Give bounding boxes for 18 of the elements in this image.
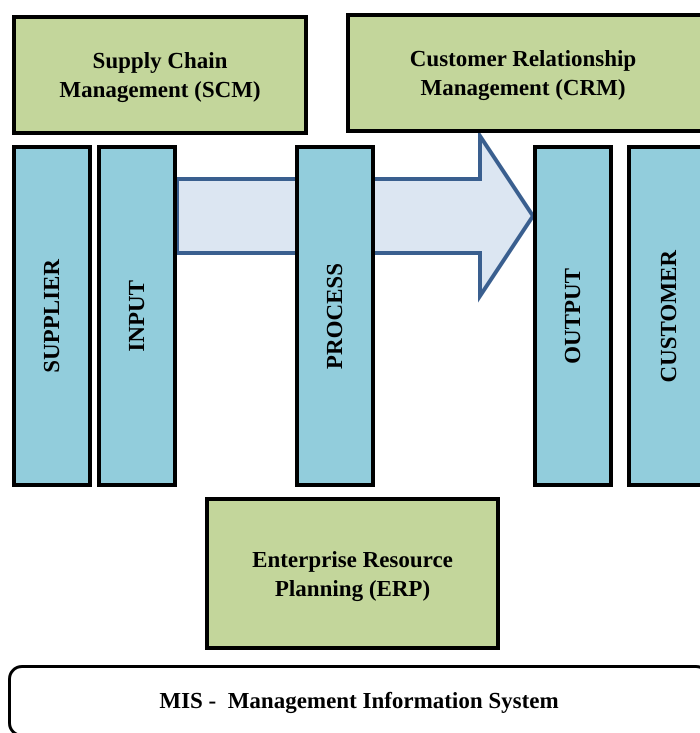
banner-label: MIS - Management Information System bbox=[159, 688, 559, 714]
stage-label: INPUT bbox=[124, 280, 150, 352]
stage-box bbox=[97, 145, 177, 487]
stage-label: CUSTOMER bbox=[656, 250, 682, 382]
module-box bbox=[12, 15, 308, 135]
module-box bbox=[205, 497, 500, 650]
module-label: Enterprise Resource Planning (ERP) bbox=[251, 546, 454, 602]
stage-label: PROCESS bbox=[322, 262, 348, 370]
stage-label: SUPPLIER bbox=[39, 259, 65, 373]
module-label: Customer Relationship Management (CRM) bbox=[408, 45, 638, 102]
stage-box bbox=[627, 145, 700, 487]
module-label: Supply Chain Management (SCM) bbox=[58, 47, 262, 104]
system-banner bbox=[8, 665, 700, 733]
stage-box bbox=[533, 145, 613, 487]
stage-label: OUTPUT bbox=[560, 268, 586, 364]
stage-box bbox=[12, 145, 92, 487]
stage-box bbox=[295, 145, 375, 487]
module-box bbox=[346, 13, 700, 133]
